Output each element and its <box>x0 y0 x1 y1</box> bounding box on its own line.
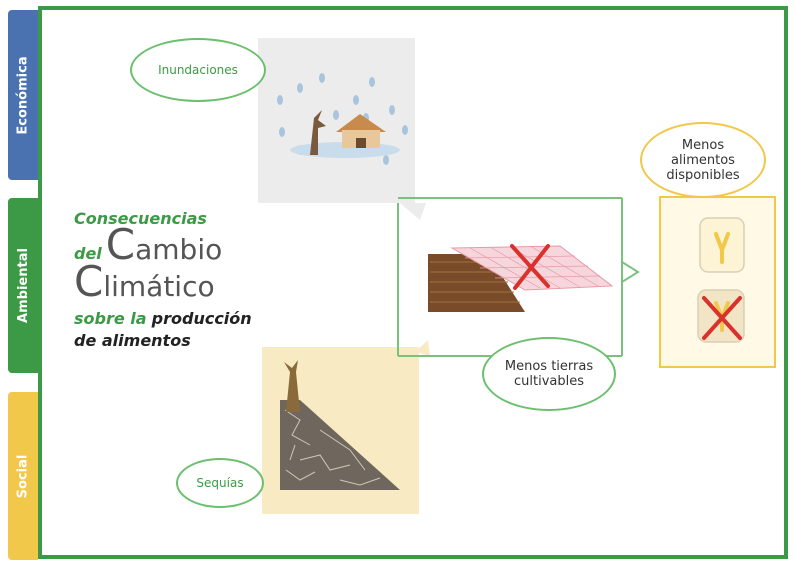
tab-economica: Económica <box>8 10 38 180</box>
field-furrows <box>430 261 520 303</box>
title-cambio-rest: ambio <box>135 233 223 266</box>
bare-tree-icon <box>310 110 326 155</box>
title-produccion: producción <box>151 309 252 328</box>
title-line1: Consecuencias <box>74 209 207 228</box>
drought-panel-pointer <box>415 340 430 356</box>
cross-mark-icon <box>510 244 550 290</box>
title-line2: del Cambio <box>74 224 274 266</box>
diagram-title: Consecuencias del Cambio Climático sobre… <box>74 208 274 352</box>
title-line3: Climático <box>74 261 274 303</box>
title-line4: sobre la producción <box>74 308 274 330</box>
label-menos-alimentos-line3: disponibles <box>666 167 740 183</box>
label-menos-alimentos-line2: alimentos <box>671 152 735 168</box>
label-inundaciones-text: Inundaciones <box>158 63 238 77</box>
grain-sack-icon <box>699 217 745 273</box>
title-cambio-initial: C <box>105 220 136 269</box>
house-icon <box>336 114 386 148</box>
grain-sack-crossed-icon <box>697 289 745 343</box>
label-menos-alimentos-line1: Menos <box>681 137 725 153</box>
flood-panel <box>258 38 415 203</box>
title-sobre-la: sobre la <box>74 309 147 328</box>
tab-ambiental: Ambiental <box>8 198 38 373</box>
label-menos-tierras-line1: Menos tierras <box>504 359 594 374</box>
soil-cracks <box>284 409 381 486</box>
label-inundaciones: Inundaciones <box>130 38 266 102</box>
dry-tree-icon <box>284 360 300 412</box>
diagram-frame <box>38 6 788 559</box>
arrow-right-icon <box>621 260 640 284</box>
label-sequias: Sequías <box>176 458 264 508</box>
title-del: del <box>74 244 102 263</box>
tab-social: Social <box>8 392 38 560</box>
label-sequias-text: Sequías <box>196 476 244 490</box>
label-menos-tierras-line2: cultivables <box>513 374 584 389</box>
flood-panel-pointer <box>400 203 426 220</box>
title-line5: de alimentos <box>74 331 191 350</box>
plowed-field <box>428 254 525 312</box>
title-climatico-rest: limático <box>103 270 215 303</box>
label-menos-alimentos: Menos alimentos disponibles <box>640 122 766 198</box>
label-menos-tierras: Menos tierras cultivables <box>482 337 616 411</box>
cracked-soil <box>280 400 400 490</box>
title-climatico-initial: C <box>74 257 104 306</box>
